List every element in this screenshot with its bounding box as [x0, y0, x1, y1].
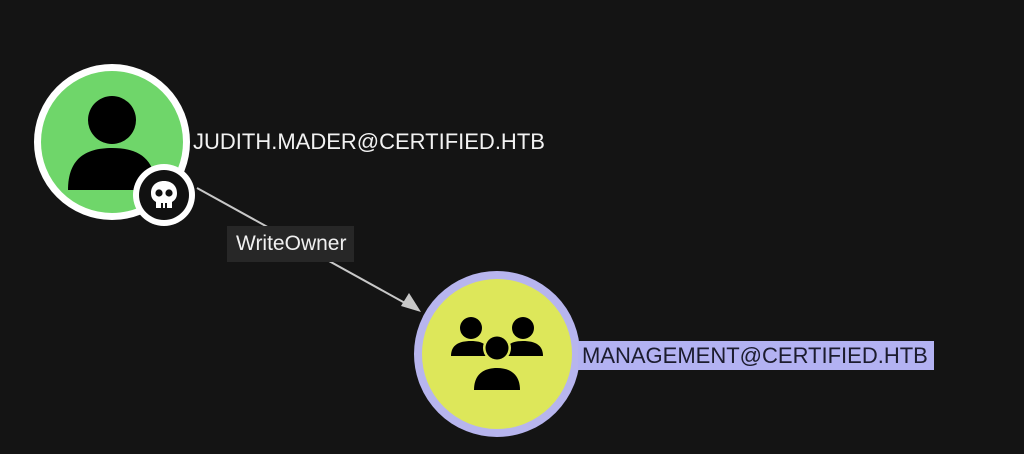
- edge-label-writeowner[interactable]: WriteOwner: [227, 226, 355, 262]
- node-label-judith-mader[interactable]: JUDITH.MADER@CERTIFIED.HTB: [193, 129, 545, 154]
- user-icon: [68, 96, 156, 190]
- node-label-management[interactable]: MANAGEMENT@CERTIFIED.HTB: [578, 341, 934, 370]
- skull-icon: [151, 181, 177, 208]
- node-group-management[interactable]: [414, 271, 580, 437]
- edge-arrowhead: [401, 293, 421, 312]
- skull-badge[interactable]: [133, 164, 195, 226]
- users-group-icon: [451, 317, 543, 392]
- node-user-judith-mader[interactable]: [34, 64, 190, 220]
